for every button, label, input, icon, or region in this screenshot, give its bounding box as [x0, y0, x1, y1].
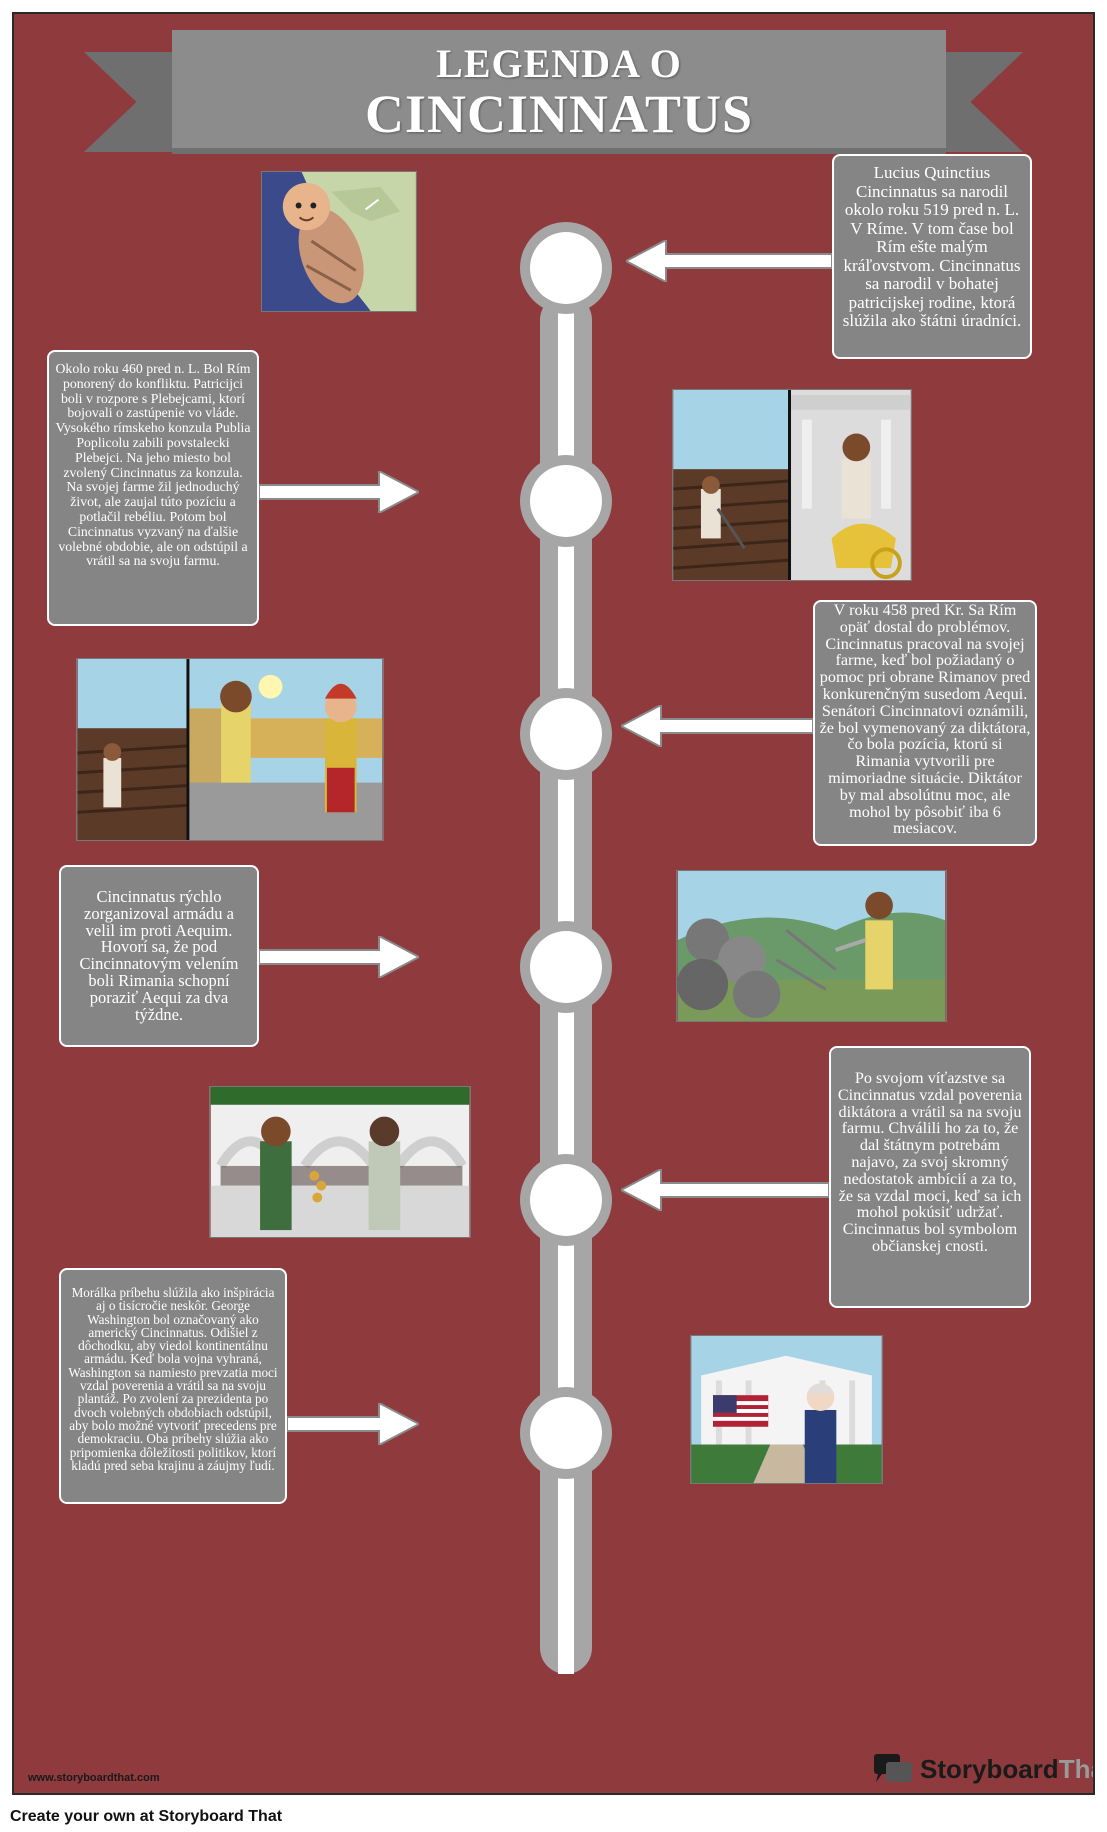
event-card-2: Okolo roku 460 pred n. L. Bol Rím ponore… — [47, 350, 259, 626]
brand-wordmark-dark: Storyboard — [920, 1753, 1059, 1784]
timeline-node-6 — [520, 1387, 612, 1479]
title-ribbon: LEGENDA O CINCINNATUS — [172, 30, 946, 148]
infographic-poster: LEGENDA O CINCINNATUS Lucius Quinctius C… — [12, 12, 1095, 1795]
event-text-4: Cincinnatus rýchlo zorganizoval armádu a… — [79, 887, 239, 1024]
arrow-left-5 — [621, 1169, 829, 1211]
event-text-1: Lucius Quinctius Cincinnatus sa narodil … — [842, 163, 1022, 330]
event-text-2: Okolo roku 460 pred n. L. Bol Rím ponore… — [55, 361, 251, 569]
courtyard-illustration — [209, 1086, 471, 1238]
arrow-left-3 — [621, 705, 813, 747]
event-text-6: Morálka príbehu slúžila ako inšpirácia a… — [68, 1285, 278, 1473]
title-line-1: LEGENDA O — [436, 41, 682, 86]
timeline-node-2 — [520, 455, 612, 547]
battle-illustration — [676, 870, 947, 1022]
event-text-3: V roku 458 pred Kr. Sa Rím opäť dostal d… — [819, 601, 1031, 838]
farm-and-temple-illustration — [672, 389, 912, 581]
map-baby-illustration — [261, 171, 417, 312]
event-card-3: V roku 458 pred Kr. Sa Rím opäť dostal d… — [813, 600, 1037, 846]
brand-wordmark-light: That — [1058, 1753, 1093, 1784]
washington-illustration — [690, 1335, 883, 1484]
timeline-node-4 — [520, 921, 612, 1013]
arrow-right-2 — [259, 471, 419, 513]
timeline-node-3 — [520, 688, 612, 780]
arrow-right-4 — [259, 936, 419, 978]
arrow-left-1 — [626, 240, 832, 282]
event-card-1: Lucius Quinctius Cincinnatus sa narodil … — [832, 154, 1032, 359]
title-line-2: CINCINNATUS — [364, 84, 754, 144]
event-card-5: Po svojom víťazstve sa Cincinnatus vzdal… — [829, 1046, 1031, 1308]
event-text-5: Po svojom víťazstve sa Cincinnatus vzdal… — [837, 1069, 1023, 1255]
timeline-node-5 — [520, 1154, 612, 1246]
create-your-own-link[interactable]: Create your own at Storyboard That — [10, 1808, 283, 1825]
event-card-6: Morálka príbehu slúžila ako inšpirácia a… — [59, 1268, 287, 1504]
farm-and-soldier-illustration — [76, 658, 384, 841]
timeline-node-1 — [520, 222, 612, 314]
arrow-right-6 — [287, 1403, 419, 1445]
footer-url: www.storyboardthat.com — [28, 1772, 160, 1784]
event-card-4: Cincinnatus rýchlo zorganizoval armádu a… — [59, 865, 259, 1047]
storyboard-logo-icon — [874, 1754, 912, 1782]
